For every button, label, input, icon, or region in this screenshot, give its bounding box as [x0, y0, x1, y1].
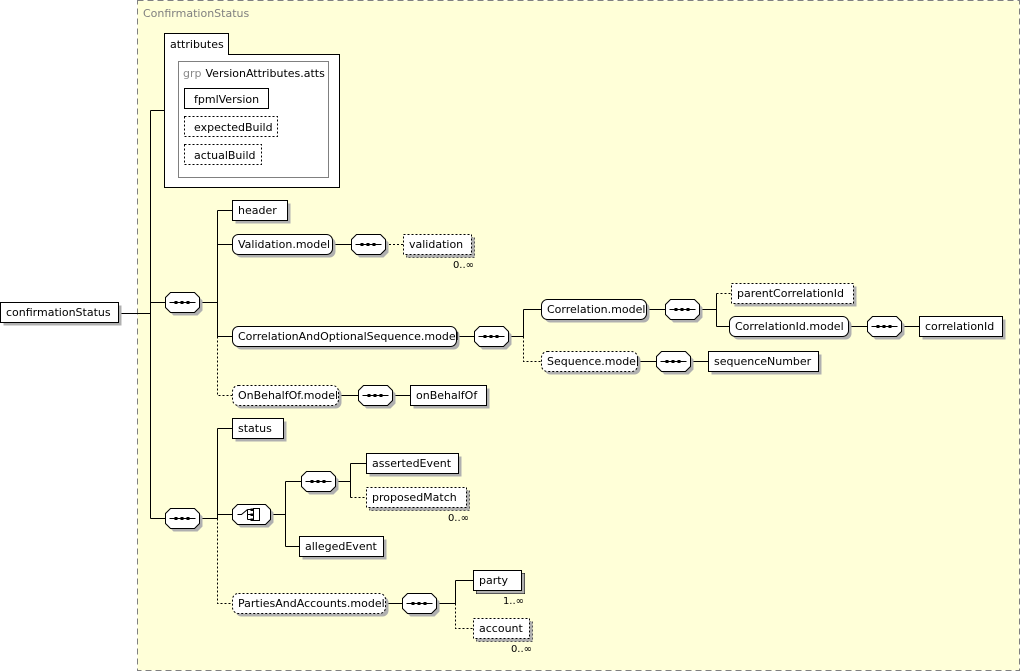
account-element[interactable]: account 0..∞ — [473, 618, 533, 656]
correlation-model-group[interactable]: Correlation.model — [541, 299, 650, 323]
sequence-compositor-asserted[interactable] — [301, 471, 339, 495]
parties-and-accounts-model-group-label: PartiesAndAccounts.model — [238, 597, 385, 610]
validation-element[interactable]: validation 0..∞ — [403, 234, 475, 272]
group-keyword: grp — [183, 67, 202, 80]
correlation-id-model-group[interactable]: CorrelationId.model — [729, 316, 852, 340]
sequence-compositor-on-behalf-of[interactable] — [358, 385, 396, 409]
asserted-event-element[interactable]: assertedEvent — [366, 453, 462, 477]
attribute-fpmlversion[interactable]: fpmlVersion — [184, 88, 269, 109]
sequence-number-element[interactable]: sequenceNumber — [708, 351, 822, 375]
asserted-event-element-label: assertedEvent — [372, 457, 452, 470]
sequence-compositor-validation[interactable] — [351, 234, 389, 258]
alleged-event-element-label: allegedEvent — [305, 540, 378, 553]
correlation-id-element[interactable]: correlationId — [919, 316, 1006, 340]
sequence-compositor-main[interactable] — [165, 292, 203, 316]
proposed-match-element-label: proposedMatch — [372, 491, 457, 504]
attribute-label: expectedBuild — [194, 121, 273, 134]
validation-model-group[interactable]: Validation.model — [232, 234, 336, 258]
correlation-id-element-label: correlationId — [925, 320, 994, 333]
sequence-model-group[interactable]: Sequence.model — [541, 351, 641, 375]
account-element-occurrence: 0..∞ — [511, 644, 532, 655]
header-element-label: header — [238, 204, 277, 217]
root-element-label: confirmationStatus — [6, 306, 111, 319]
parent-correlation-id-element[interactable]: parentCorrelationId — [731, 283, 857, 307]
validation-element-label: validation — [409, 238, 463, 251]
parent-correlation-id-element-label: parentCorrelationId — [737, 287, 844, 300]
attribute-label: fpmlVersion — [194, 93, 259, 106]
attribute-actualbuild[interactable]: actualBuild — [184, 144, 262, 165]
party-element[interactable]: party 1..∞ — [473, 570, 525, 608]
attribute-group-title: grp VersionAttributes.atts — [183, 67, 325, 80]
correlation-and-optional-sequence-group-label: CorrelationAndOptionalSequence.model — [238, 330, 459, 343]
complex-type-name: ConfirmationStatus — [143, 7, 249, 20]
sequence-compositor-correlation[interactable] — [665, 299, 703, 323]
on-behalf-of-element[interactable]: onBehalfOf — [410, 385, 490, 409]
correlation-model-group-label: Correlation.model — [547, 303, 645, 316]
status-element-label: status — [238, 422, 272, 435]
proposed-match-element[interactable]: proposedMatch 0..∞ — [366, 487, 470, 525]
validation-model-group-label: Validation.model — [238, 238, 330, 251]
attributes-tab-label: attributes — [170, 38, 224, 51]
sequence-number-element-label: sequenceNumber — [714, 355, 812, 368]
attributes-panel: attributes grp VersionAttributes.atts fpmlV… — [164, 33, 340, 188]
attribute-expectedbuild[interactable]: expectedBuild — [184, 116, 278, 137]
header-element[interactable]: header — [232, 200, 291, 224]
group-name: VersionAttributes.atts — [206, 67, 326, 80]
parties-and-accounts-model-group[interactable]: PartiesAndAccounts.model — [232, 593, 389, 617]
status-element[interactable]: status — [232, 418, 287, 442]
sequence-model-group-label: Sequence.model — [547, 355, 639, 368]
on-behalf-of-model-group[interactable]: OnBehalfOf.model — [232, 385, 342, 409]
validation-element-occurrence: 0..∞ — [453, 260, 474, 271]
connector-lines — [119, 110, 919, 629]
root-element[interactable]: confirmationStatus — [0, 302, 122, 326]
sequence-compositor-correlation-optional[interactable] — [474, 326, 512, 350]
party-element-occurrence: 1..∞ — [503, 596, 524, 607]
on-behalf-of-model-group-label: OnBehalfOf.model — [238, 389, 338, 402]
sequence-compositor-status[interactable] — [165, 508, 203, 532]
proposed-match-element-occurrence: 0..∞ — [448, 513, 469, 524]
sequence-compositor-sequence[interactable] — [656, 351, 694, 375]
attribute-label: actualBuild — [194, 149, 255, 162]
sequence-compositor-parties[interactable] — [402, 593, 440, 617]
party-element-label: party — [479, 574, 509, 587]
sequence-compositor-correlation-id[interactable] — [867, 316, 905, 340]
on-behalf-of-element-label: onBehalfOf — [416, 389, 478, 402]
alleged-event-element[interactable]: allegedEvent — [299, 536, 387, 560]
correlation-id-model-group-label: CorrelationId.model — [735, 320, 844, 333]
correlation-and-optional-sequence-group[interactable]: CorrelationAndOptionalSequence.model — [232, 326, 460, 350]
choice-compositor[interactable] — [232, 504, 274, 528]
account-element-label: account — [479, 622, 524, 635]
